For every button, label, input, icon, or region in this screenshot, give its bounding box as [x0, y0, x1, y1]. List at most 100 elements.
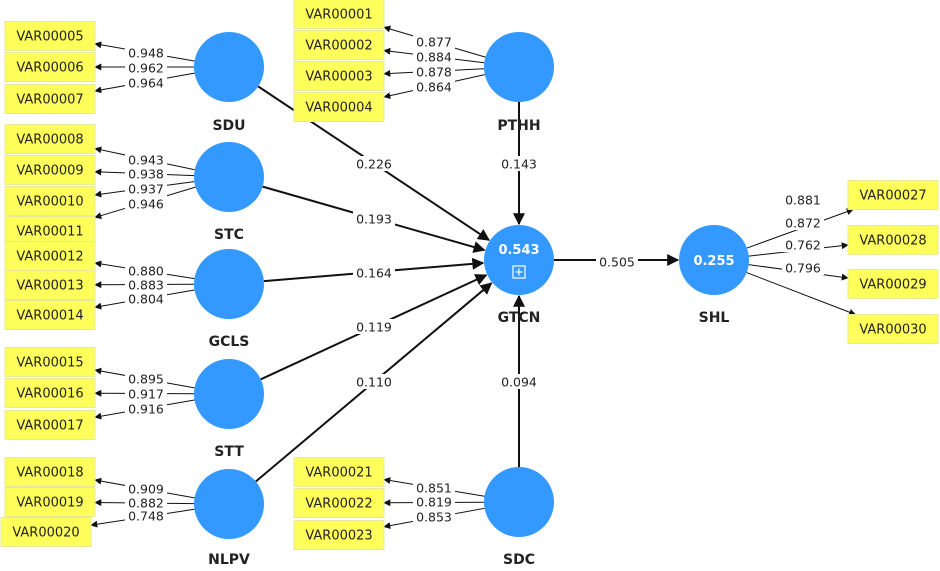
indicator-box[interactable]: [293, 457, 385, 487]
indicator-box[interactable]: [293, 92, 385, 122]
latent-pthh[interactable]: [484, 32, 554, 102]
indicator-var00010[interactable]: VAR00010: [4, 186, 96, 216]
path-coef-sdu-gtcn: 0.226: [353, 156, 395, 172]
indicator-var00027[interactable]: VAR00027: [847, 180, 939, 210]
indicator-var00013[interactable]: VAR00013: [4, 270, 96, 300]
indicator-label: VAR00017: [16, 419, 83, 434]
latent-circle[interactable]: [194, 359, 264, 429]
latent-circle[interactable]: [484, 467, 554, 537]
latent-sdu[interactable]: [194, 32, 264, 102]
indicator-box[interactable]: [4, 155, 96, 185]
latent-circle[interactable]: [484, 32, 554, 102]
indicator-var00007[interactable]: VAR00007: [4, 84, 96, 114]
indicator-var00004[interactable]: VAR00004: [293, 92, 385, 122]
indicator-var00015[interactable]: VAR00015: [4, 347, 96, 377]
latent-gcls[interactable]: [194, 249, 264, 319]
indicator-box[interactable]: [4, 270, 96, 300]
indicator-box[interactable]: [4, 457, 96, 487]
indicator-box[interactable]: [4, 241, 96, 271]
latent-circle[interactable]: [194, 142, 264, 212]
plus-square-icon[interactable]: [512, 265, 526, 279]
latent-circle[interactable]: [194, 249, 264, 319]
loading-var00001-text: 0.877: [416, 35, 452, 50]
indicator-box[interactable]: [293, 520, 385, 550]
latent-shl[interactable]: 0.255: [679, 225, 749, 295]
loading-var00011: 0.946: [125, 196, 167, 212]
indicator-label: VAR00008: [16, 133, 83, 148]
indicator-box[interactable]: [0, 517, 92, 547]
loading-var00010-bg: [125, 181, 167, 196]
indicator-box[interactable]: [4, 410, 96, 440]
path-coef-sdc-gtcn-bg: [498, 374, 540, 389]
loading-var00023-bg: [413, 509, 455, 524]
latent-circle[interactable]: [679, 225, 749, 295]
indicator-box[interactable]: [847, 180, 939, 210]
indicator-var00022[interactable]: VAR00022: [293, 488, 385, 518]
loading-var00018-text: 0.909: [128, 482, 164, 497]
indicator-box[interactable]: [847, 225, 939, 255]
indicator-var00003[interactable]: VAR00003: [293, 61, 385, 91]
indicator-var00017[interactable]: VAR00017: [4, 410, 96, 440]
indicator-box[interactable]: [4, 216, 96, 246]
r-squared-value: 0.543: [498, 243, 539, 258]
indicator-var00018[interactable]: VAR00018: [4, 457, 96, 487]
indicator-box[interactable]: [4, 21, 96, 51]
path-coef-gcls-gtcn-text: 0.164: [356, 266, 392, 281]
path-coef-gtcn-shl-bg: [596, 254, 638, 269]
latent-gtcn[interactable]: 0.543: [484, 225, 554, 295]
indicator-var00030[interactable]: VAR00030: [847, 314, 939, 344]
latent-sdc[interactable]: [484, 467, 554, 537]
latent-label-stc: STC: [214, 227, 244, 243]
indicator-var00023[interactable]: VAR00023: [293, 520, 385, 550]
indicator-box[interactable]: [293, 0, 385, 29]
indicator-var00021[interactable]: VAR00021: [293, 457, 385, 487]
indicator-box[interactable]: [293, 30, 385, 60]
indicator-box[interactable]: [4, 124, 96, 154]
indicator-var00008[interactable]: VAR00008: [4, 124, 96, 154]
latent-label-sdc: SDC: [503, 552, 535, 568]
indicator-var00028[interactable]: VAR00028: [847, 225, 939, 255]
outer-loading-edge-var00030[interactable]: [746, 272, 857, 316]
indicator-var00012[interactable]: VAR00012: [4, 241, 96, 271]
indicator-box[interactable]: [4, 487, 96, 517]
indicator-var00016[interactable]: VAR00016: [4, 378, 96, 408]
indicator-var00006[interactable]: VAR00006: [4, 52, 96, 82]
latent-nlpv[interactable]: [194, 469, 264, 539]
indicator-var00014[interactable]: VAR00014: [4, 300, 96, 330]
indicator-var00009[interactable]: VAR00009: [4, 155, 96, 185]
latent-stt[interactable]: [194, 359, 264, 429]
path-coef-stc-gtcn-text: 0.193: [356, 212, 392, 227]
indicator-box[interactable]: [4, 84, 96, 114]
indicator-var00020[interactable]: VAR00020: [0, 517, 92, 547]
indicator-box[interactable]: [847, 269, 939, 299]
latent-circle[interactable]: [194, 469, 264, 539]
indicator-box[interactable]: [4, 300, 96, 330]
loading-var00012-text: 0.880: [128, 264, 164, 279]
indicator-var00019[interactable]: VAR00019: [4, 487, 96, 517]
indicator-box[interactable]: [4, 378, 96, 408]
indicator-label: VAR00016: [16, 387, 83, 402]
indicator-label: VAR00015: [16, 356, 83, 371]
indicator-var00001[interactable]: VAR00001: [293, 0, 385, 29]
path-coef-sdu-gtcn-text: 0.226: [356, 157, 392, 172]
indicator-var00011[interactable]: VAR00011: [4, 216, 96, 246]
indicator-box[interactable]: [4, 52, 96, 82]
indicator-box[interactable]: [293, 61, 385, 91]
latent-stc[interactable]: [194, 142, 264, 212]
indicator-var00029[interactable]: VAR00029: [847, 269, 939, 299]
latent-label-nlpv: NLPV: [208, 552, 250, 568]
indicator-box[interactable]: [293, 488, 385, 518]
loading-var00008-text: 0.943: [128, 153, 164, 168]
loading-var00003-text: 0.878: [416, 65, 452, 80]
loading-var00021-text: 0.851: [416, 481, 452, 496]
latent-circle[interactable]: [484, 225, 554, 295]
indicator-var00005[interactable]: VAR00005: [4, 21, 96, 51]
indicator-label: VAR00028: [859, 234, 926, 249]
indicator-box[interactable]: [4, 186, 96, 216]
indicator-box[interactable]: [847, 314, 939, 344]
indicator-var00002[interactable]: VAR00002: [293, 30, 385, 60]
latent-circle[interactable]: [194, 32, 264, 102]
indicator-box[interactable]: [4, 347, 96, 377]
